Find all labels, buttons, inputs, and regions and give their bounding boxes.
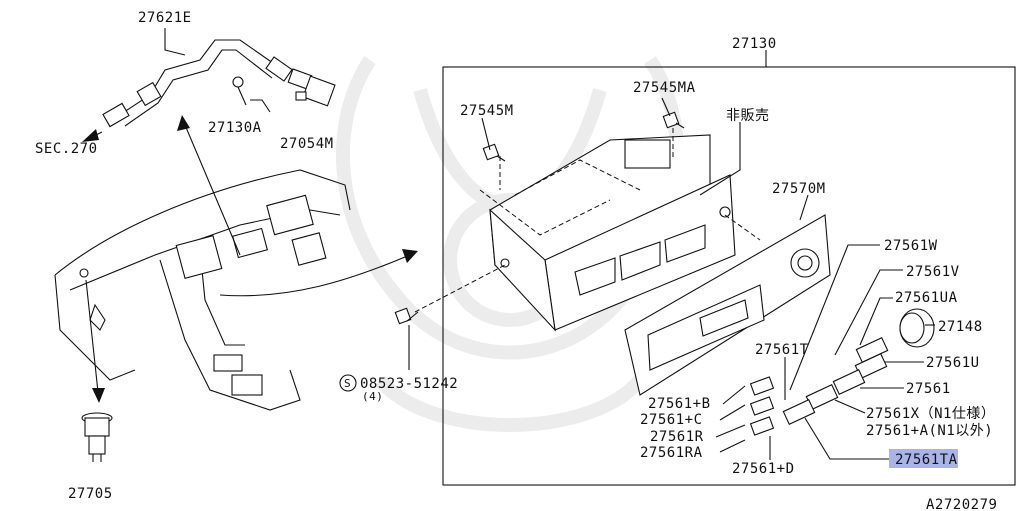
label-27545ma[interactable]: 27545MA [633,80,696,96]
assembly-frame [442,66,1016,486]
leader-27621e [164,28,186,56]
sensor-27054m [287,68,336,107]
leader-lines [481,50,935,460]
finisher-27570m [624,214,831,396]
label-27561x[interactable]: 27561X（N1仕様） [866,406,995,422]
label-27561b[interactable]: 27561+B [648,396,711,412]
aspirator-hose [102,39,293,128]
label-27705[interactable]: 27705 [68,486,113,502]
highlight-27561ta [889,449,958,468]
label-27570m[interactable]: 27570M [772,181,826,197]
label-27130[interactable]: 27130 [732,36,777,52]
label-not-for-sale[interactable]: 非販売 [726,108,770,124]
label-27561t[interactable]: 27561T [755,342,809,358]
screw-27545ma [662,111,685,129]
label-27561ua[interactable]: 27561UA [895,290,958,306]
s-mark-letter: S [344,377,351,390]
s-mark-circle-icon [339,374,357,392]
label-27561v[interactable]: 27561V [906,264,960,280]
label-27054m[interactable]: 27054M [280,136,334,152]
label-27561c[interactable]: 27561+C [640,412,703,428]
label-27561a[interactable]: 27561+A(N1以外) [866,423,993,439]
screw-27545m [482,143,506,162]
controller-unit [489,134,736,332]
label-27561d[interactable]: 27561+D [732,461,795,477]
label-27621e[interactable]: 27621E [138,10,192,26]
label-27561ta[interactable]: 27561TA [895,452,958,468]
label-27561r[interactable]: 27561R [650,429,704,445]
sensor-27705 [81,412,113,462]
label-27561ra[interactable]: 27561RA [640,445,703,461]
label-qty: (4) [362,390,383,403]
screw-27130a [232,76,247,106]
screw-08523 [394,307,419,325]
label-27130a[interactable]: 27130A [208,120,262,136]
button-parts [749,337,889,436]
label-27561[interactable]: 27561 [906,381,951,397]
dash-arrows [85,115,418,403]
label-08523[interactable]: 08523-51242 [360,376,458,392]
label-27545m[interactable]: 27545M [460,103,514,119]
footer-code: A2720279 [926,497,997,511]
sec-arrow-icon [82,129,103,142]
label-27148[interactable]: 27148 [938,319,983,335]
label-sec270[interactable]: SEC.270 [35,141,98,157]
dashed-guides [414,128,761,313]
dashboard-sketch [54,169,351,411]
knob-27148 [899,308,935,348]
leader-27130a [250,99,271,113]
label-27561u[interactable]: 27561U [926,355,980,371]
label-27561w[interactable]: 27561W [884,238,938,254]
